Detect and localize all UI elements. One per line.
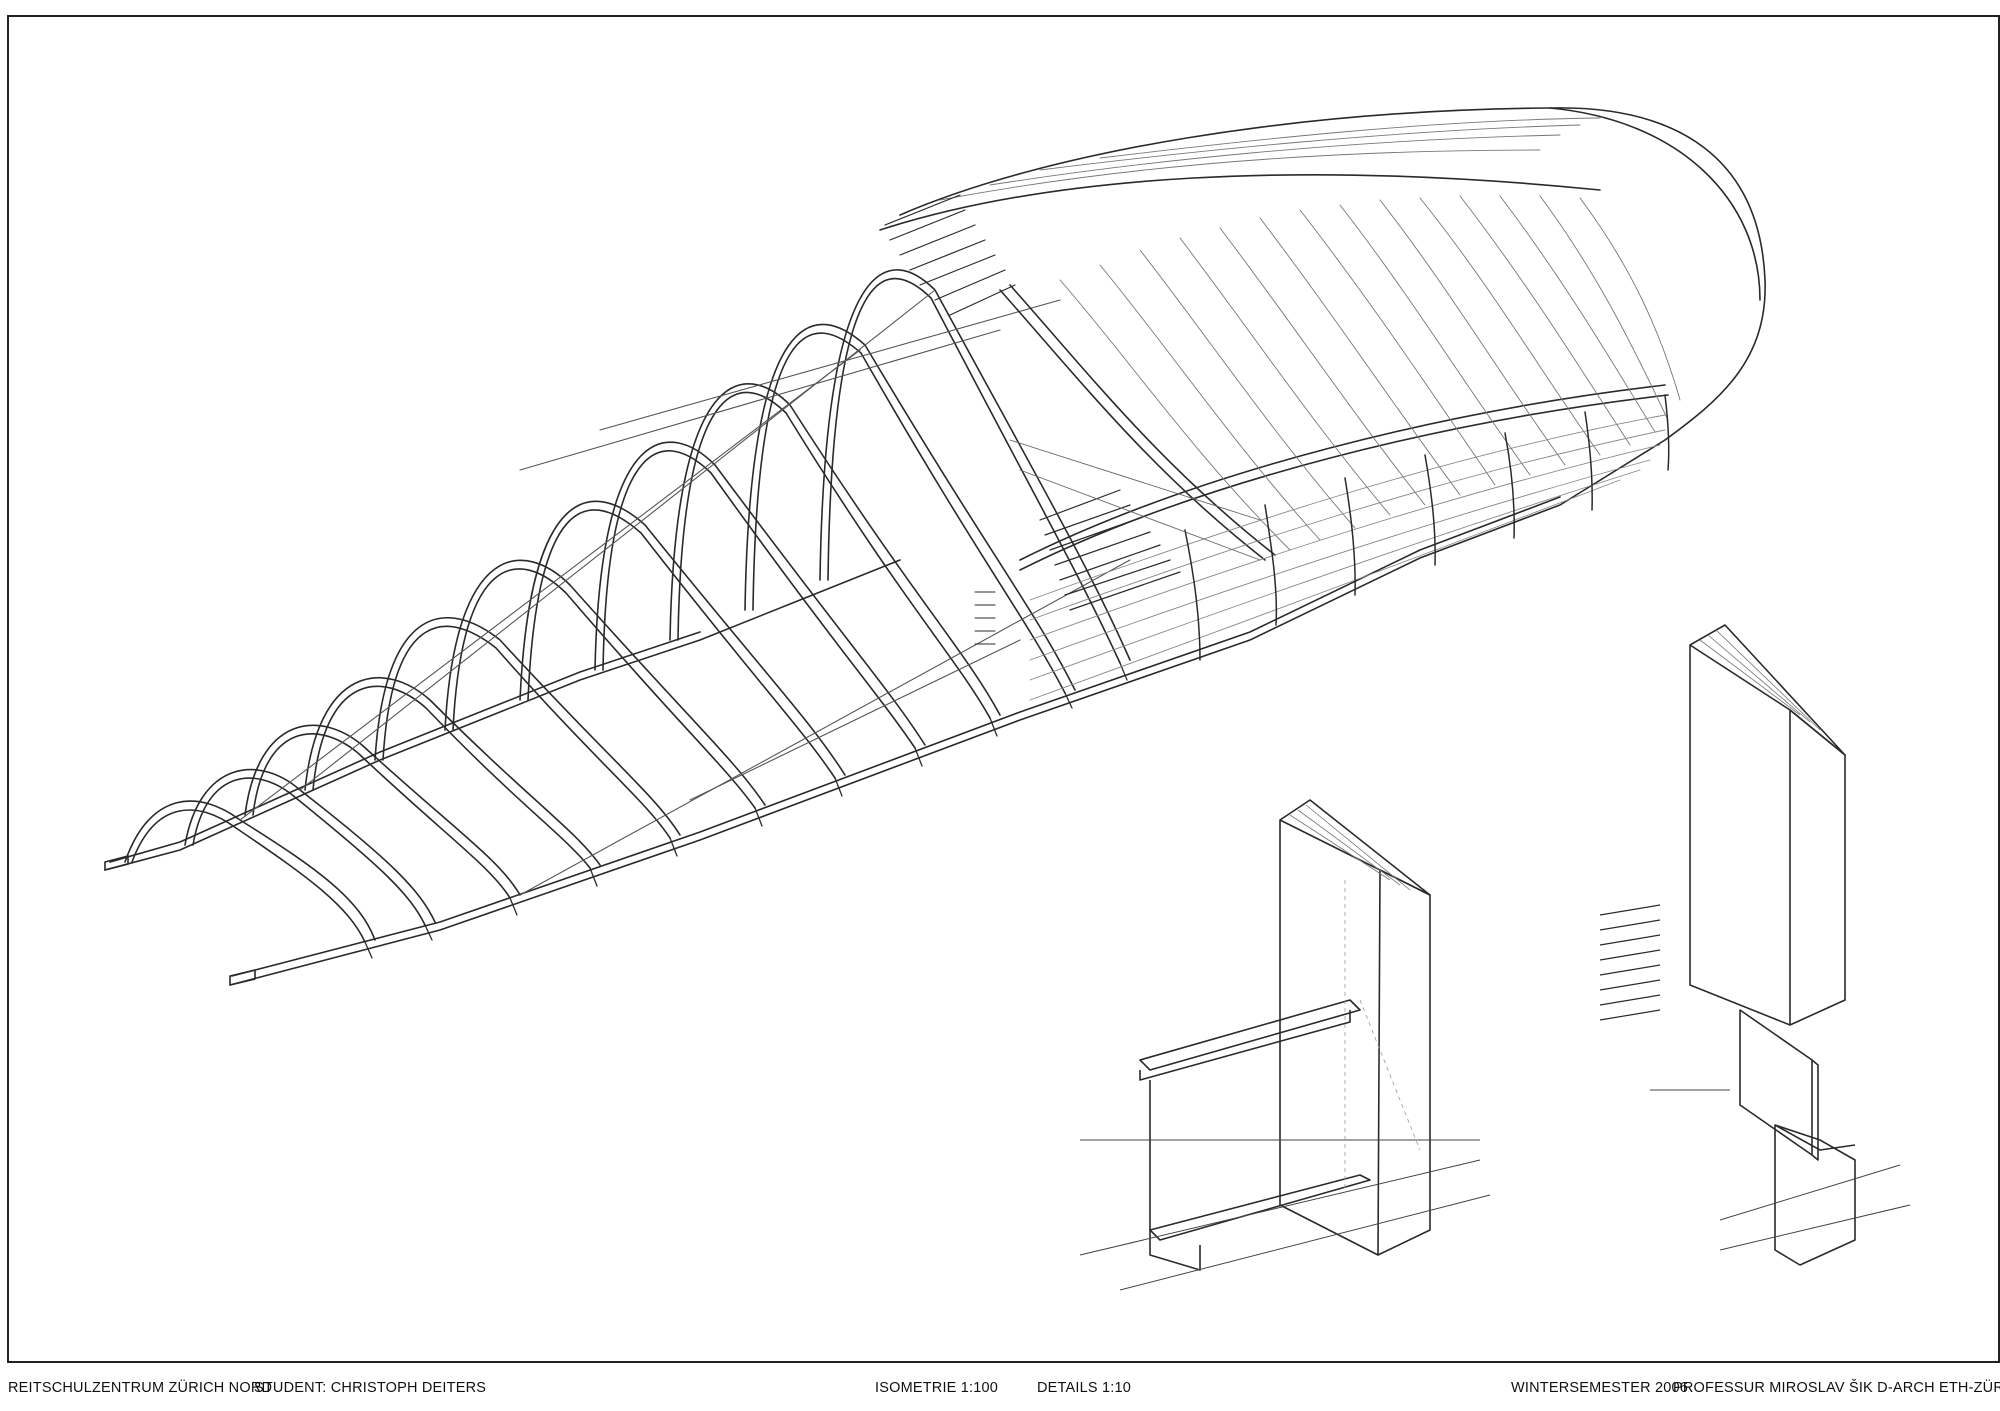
column2-side-face	[1789, 709, 1846, 1026]
rail-end-cap	[229, 969, 256, 986]
roof-outline	[899, 107, 1766, 441]
ground-line-c2	[1719, 1204, 1911, 1251]
details-scale: DETAILS 1:10	[1037, 1380, 1132, 1396]
project-title: REITSCHULZENTRUM ZÜRICH NORD	[8, 1380, 273, 1396]
column-top-lamellas	[1289, 804, 1411, 891]
column2-top-lamellas	[1699, 629, 1821, 731]
arch-rib	[304, 677, 601, 866]
base-block-top	[1774, 1124, 1856, 1151]
base-rail-back-inner	[109, 631, 701, 863]
arch-rib	[192, 777, 426, 926]
ground-line-c	[1119, 1194, 1491, 1291]
arch-rib	[602, 450, 916, 749]
arch-rib	[827, 277, 1121, 664]
ground-line-b	[1079, 1159, 1481, 1256]
roof-ridge-edge	[879, 174, 1601, 231]
arch-rib	[519, 500, 846, 776]
base-block	[1774, 1124, 1856, 1266]
roof-eave	[1019, 384, 1666, 561]
arch-rib	[669, 383, 1001, 716]
arch-rib	[184, 768, 436, 923]
roof-shell	[879, 107, 1766, 571]
arch-rib	[252, 733, 511, 899]
arch-rib	[244, 724, 521, 896]
beam-stack-upper	[884, 194, 1016, 316]
roof-cut-edge	[999, 289, 1266, 561]
roof-boards	[939, 117, 1681, 551]
side-wall-boards	[1029, 414, 1666, 701]
isometry-scale: ISOMETRIE 1:100	[875, 1380, 999, 1396]
beam-hanger	[1149, 1080, 1201, 1271]
roof-cut-edge-2	[1009, 284, 1276, 556]
title-block: REITSCHULZENTRUM ZÜRICH NORD STUDENT: CH…	[0, 1377, 2000, 1399]
arch-rib	[374, 616, 681, 836]
professor: PROFESSUR MIROSLAV ŠIK D-ARCH ETH-ZÜRICH	[1673, 1380, 2000, 1396]
column-side-face	[1377, 869, 1431, 1256]
sheet-frame	[7, 15, 2000, 1363]
column2-front-face	[1689, 644, 1791, 1026]
beam-front	[1139, 1010, 1351, 1081]
detail-column-plate	[1599, 624, 1911, 1266]
rib-feet	[364, 662, 1128, 959]
gable-arc	[1549, 107, 1761, 301]
beam-stack-lower	[1009, 439, 1261, 611]
arch-rib	[744, 323, 1076, 691]
arch-rib	[312, 685, 591, 869]
steel-plate-edge	[1811, 1059, 1819, 1161]
base-rail-front-inner	[231, 496, 1561, 977]
base-rail-front	[229, 439, 1666, 986]
arch-rib	[124, 800, 376, 941]
arch-rib	[752, 332, 1066, 694]
wall-posts	[1184, 394, 1670, 661]
beam-top	[1139, 999, 1361, 1071]
column-top-face	[1279, 799, 1431, 896]
arch-rib	[444, 559, 766, 806]
semester: WINTERSEMESTER 2006	[1511, 1380, 1689, 1396]
roof-eave-lower	[1019, 394, 1669, 571]
arch-rib	[819, 269, 1131, 661]
arch-rib	[131, 809, 366, 943]
purlins	[239, 289, 1131, 896]
arch-rib	[677, 391, 991, 719]
arch-rib	[382, 625, 671, 839]
arches-group	[124, 269, 1131, 943]
connector-pins	[974, 591, 996, 645]
arch-rib	[594, 441, 926, 746]
base-rail-back	[104, 559, 901, 871]
hidden-edges	[1344, 880, 1421, 1190]
ground-line-b2	[1719, 1164, 1901, 1221]
isometric-hall-drawing	[104, 107, 1766, 986]
arch-rib	[452, 568, 756, 809]
bolts	[1599, 904, 1661, 1021]
detail-column-beam	[1079, 799, 1491, 1291]
arch-rib	[527, 509, 836, 779]
student-name: STUDENT: CHRISTOPH DEITERS	[254, 1380, 487, 1396]
